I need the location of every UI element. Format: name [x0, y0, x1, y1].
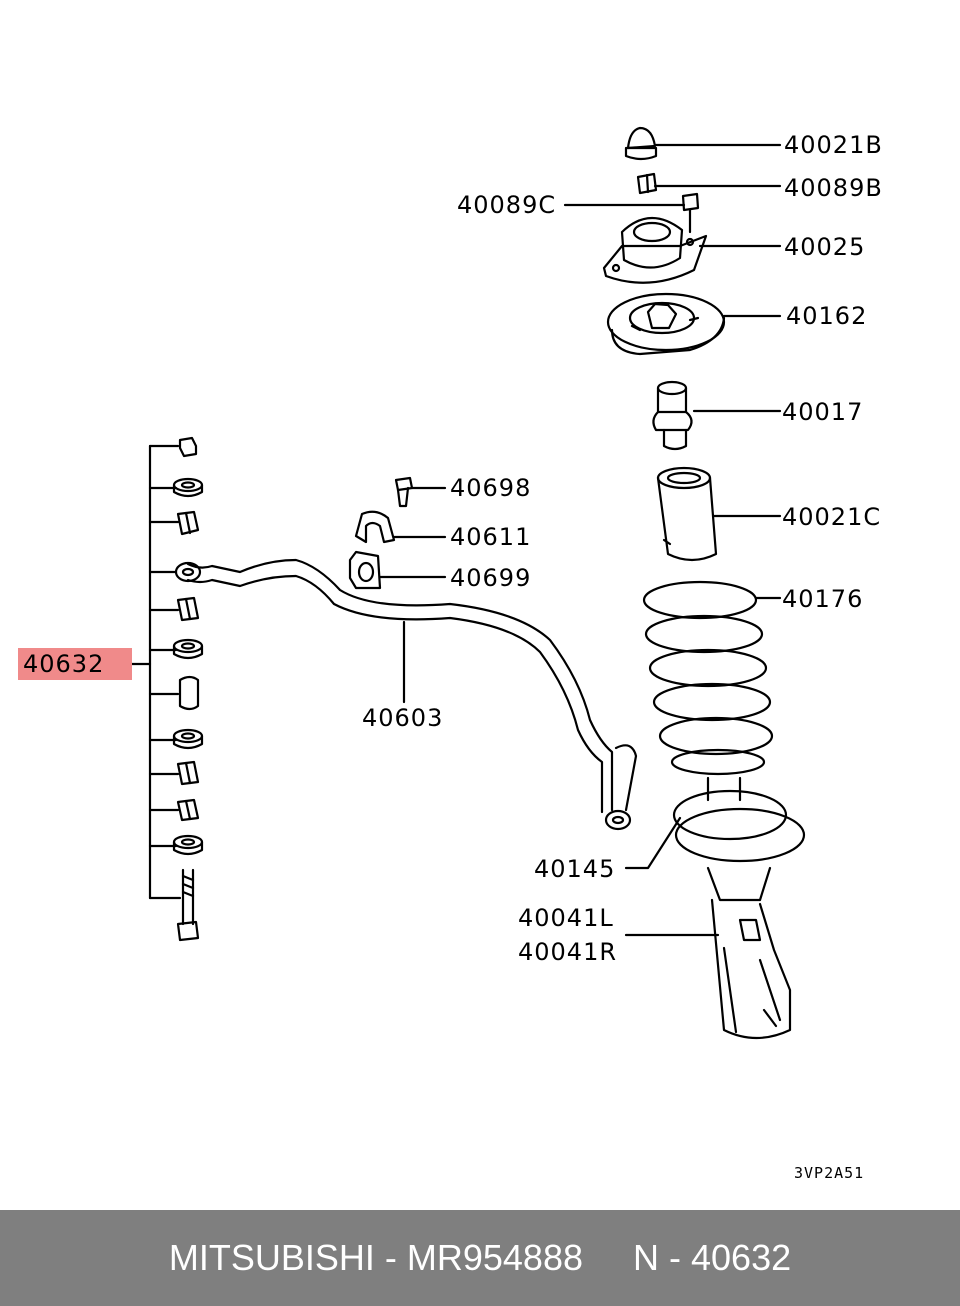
label-40041R: 40041R: [518, 938, 618, 966]
cap-nut-drawing: [624, 126, 658, 161]
nut-drawing: [636, 172, 658, 195]
label-40021B: 40021B: [784, 131, 883, 159]
label-40089B: 40089B: [784, 174, 883, 202]
label-40603: 40603: [362, 704, 444, 732]
label-40041L: 40041L: [518, 904, 614, 932]
link-kit-parts: [172, 436, 204, 942]
footer-bar: MITSUBISHI - MR954888 N - 40632: [0, 1210, 960, 1306]
label-40145: 40145: [534, 855, 616, 883]
label-40611: 40611: [450, 523, 532, 551]
stabilizer-bar-drawing: [174, 558, 638, 831]
label-40089C: 40089C: [457, 191, 557, 219]
label-40698: 40698: [450, 474, 532, 502]
small-nut-drawing: [681, 192, 700, 234]
leader-40145: [624, 816, 682, 870]
bushing-drawing: [348, 550, 382, 590]
label-40632-highlighted: 40632: [18, 648, 133, 680]
diagram-drawing: [108, 126, 806, 1040]
label-40176: 40176: [782, 585, 864, 613]
spring-seat-drawing: [606, 292, 726, 356]
footer-part-info: MITSUBISHI - MR954888 N - 40632: [168, 1237, 792, 1278]
label-40699: 40699: [450, 564, 532, 592]
label-40021C: 40021C: [782, 503, 882, 531]
parts-diagram: 40021B 40089B 40089C 40025 40162 40017 4…: [18, 126, 883, 1182]
bolt-drawing: [394, 476, 414, 508]
label-40025: 40025: [784, 233, 866, 261]
label-40162: 40162: [786, 302, 868, 330]
coil-spring-drawing: [642, 580, 774, 776]
bracket-drawing: [354, 510, 396, 544]
strut-mount-drawing: [602, 216, 708, 284]
dust-boot-drawing: [656, 466, 718, 562]
label-40017: 40017: [782, 398, 864, 426]
diagram-code: 3VP2A51: [794, 1164, 865, 1182]
shock-absorber-drawing: [672, 776, 806, 1040]
bump-stop-drawing: [652, 380, 693, 451]
